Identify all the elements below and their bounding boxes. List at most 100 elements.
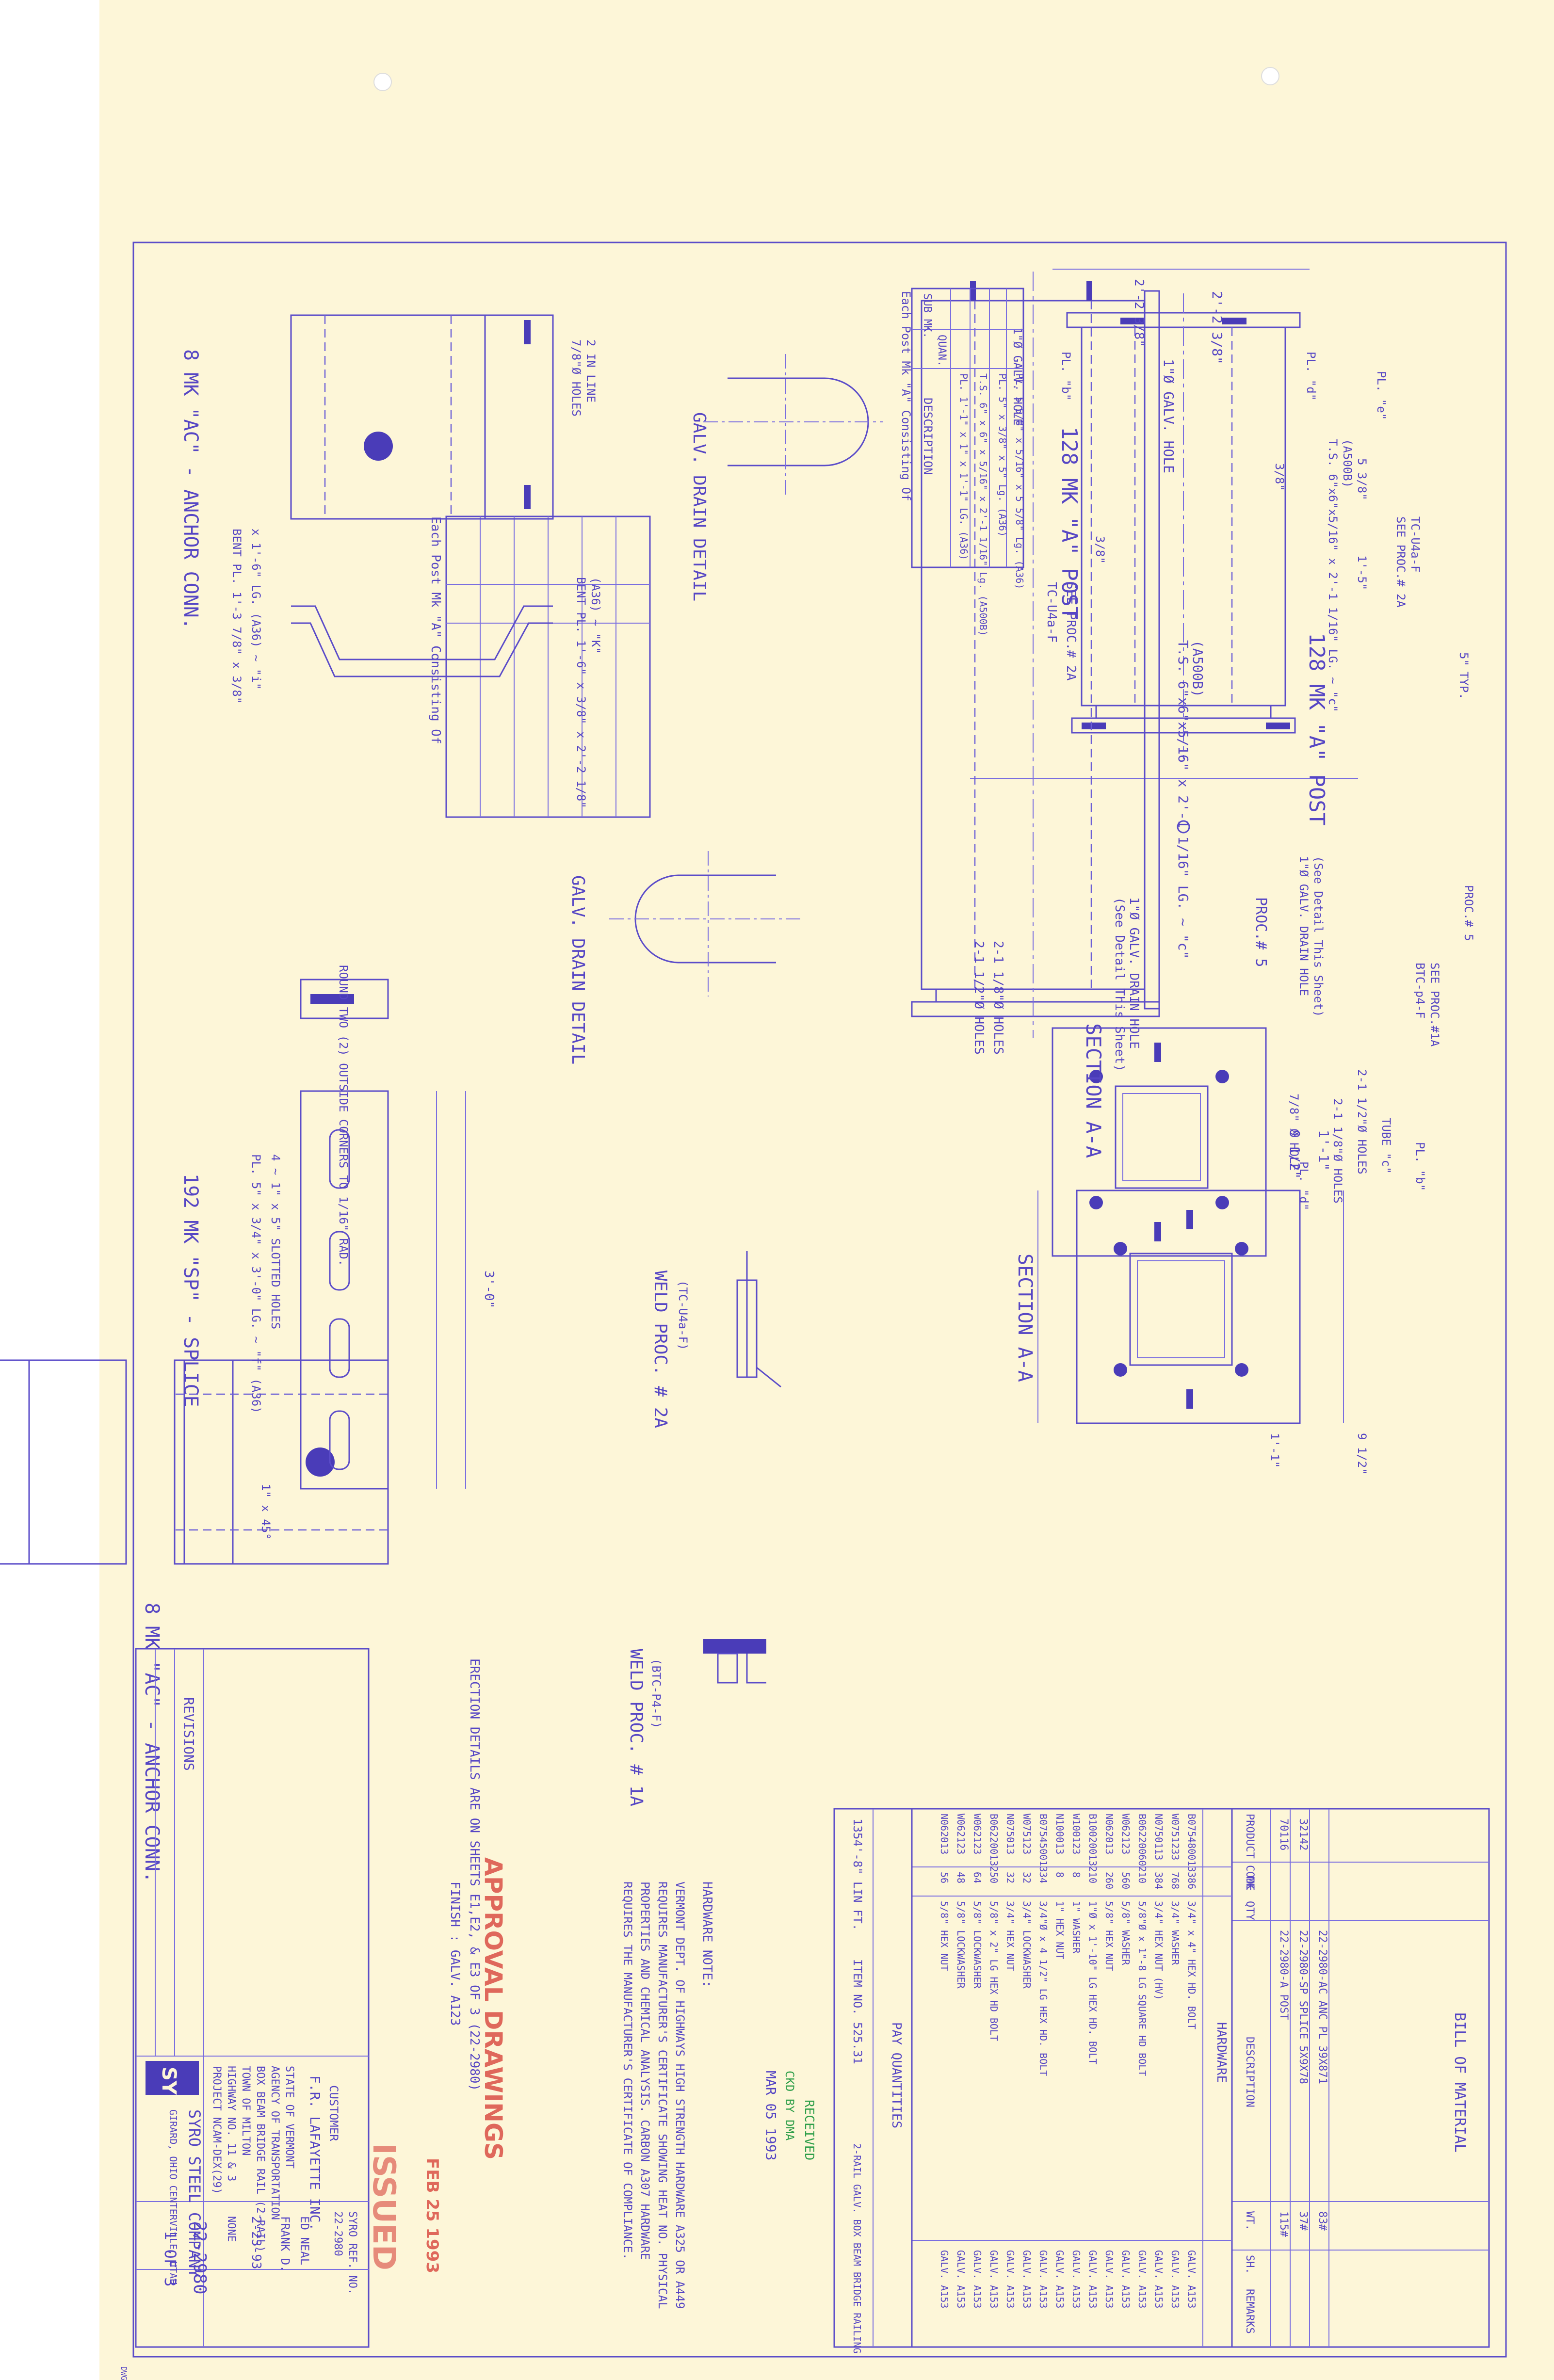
anchor-page xyxy=(290,314,554,677)
hardware-cell-9-1: 34 xyxy=(1037,1872,1049,1883)
hardware-cell-6-3: GALV. A153 xyxy=(1087,2250,1099,2308)
approval-stamp: APPROVAL DRAWINGS xyxy=(479,1857,507,2160)
drawn-by: ED NEAL xyxy=(298,2216,311,2265)
hardware-cell-13-3: GALV. A153 xyxy=(971,2250,983,2308)
section-hole-a: 2-1 1/2"Ø HOLES xyxy=(971,941,986,1055)
post-label-3: PL. "b" xyxy=(1059,352,1073,401)
hardware-cell-1-2: 3/4" WASHER xyxy=(1169,1901,1181,1965)
bom-r2-wt: 37# xyxy=(1297,2211,1309,2231)
post-label-16: 1"Ø GALV. DRAIN HOLE xyxy=(1297,856,1311,996)
sub-table-r3: PL. 5" x 3/8" x 5" Lg. (A36) xyxy=(997,373,1008,537)
title-date: 2-23-93 xyxy=(249,2216,263,2269)
company-location: GIRARD, OHIO CENTERVILLE, UTAH xyxy=(167,2109,179,2284)
drain-detail xyxy=(606,851,800,997)
splice-page xyxy=(300,979,466,1490)
weld-2a-page xyxy=(736,1251,781,1388)
weld-1a-page xyxy=(703,1639,766,1684)
received-ckd: CKD BY DMA xyxy=(783,2071,796,2141)
received-stamp: RECEIVED xyxy=(802,2100,816,2160)
pay-desc: 2-RAIL GALV. BOX BEAM BRIDGE RAILING xyxy=(851,2143,863,2353)
hardware-cell-8-0: N100013 xyxy=(1054,1814,1066,1854)
hardware-cell-11-0: N075013 xyxy=(1004,1814,1016,1854)
anchor-title-page: 8 MK "AC" - ANCHOR CONN. xyxy=(179,349,202,629)
hardware-note-text: VERMONT DEPT. OF HIGHWAYS HIGH STRENGTH … xyxy=(621,1881,687,2309)
hardware-cell-2-2: 3/4" HEX NUT (HV) xyxy=(1153,1901,1165,2000)
hardware-cell-14-3: GALV. A153 xyxy=(955,2250,967,2308)
paper-background xyxy=(99,0,1554,2380)
syro-ref: 22-2980 xyxy=(332,2211,344,2256)
margin-dwg: DWG NO. xyxy=(119,2366,129,2380)
post-desc-label: T.S. 6"x6"x5/16" x 2'-1 1/16" LG. ~ "c" xyxy=(1175,640,1191,959)
hardware-cell-7-3: GALV. A153 xyxy=(1070,2250,1082,2308)
post-drain-label: 1"Ø GALV. DRAIN HOLE xyxy=(1127,897,1141,1049)
sub-table-r4: PL. 5 5/8" x 5/16" x 5 5/8" Lg. (A36) xyxy=(1014,373,1025,590)
post-label-11: (A500B) xyxy=(1341,439,1354,488)
hardware-cell-1-3: GALV. A153 xyxy=(1169,2250,1181,2308)
sub-table-r1: PL. 1'-1" x 1" x 1'-1" LG. (A36) xyxy=(958,373,970,560)
bom-h-wt: WT. xyxy=(1244,2211,1256,2231)
hardware-title: HARDWARE xyxy=(1214,2022,1229,2083)
hardware-cell-10-1: 32 xyxy=(1021,1872,1033,1883)
splice-plate-f: 4 ~ 1" x 5" SLOTTED HOLES xyxy=(269,1154,282,1329)
sub-table-h2: QUAN. xyxy=(936,335,948,367)
hardware-cell-1-1: 768 xyxy=(1169,1872,1181,1889)
section-label-8: 1'-1" xyxy=(1268,1433,1281,1468)
post-label-6: 3/8" xyxy=(1093,536,1107,564)
section-label-7: 9 1/2" xyxy=(1355,1433,1369,1475)
section-dim-a: 9 1/2" xyxy=(1287,1130,1303,1179)
post-elevation xyxy=(970,269,1358,834)
sub-table-r2: T.S. 6" x 6" x 5/16" x 2'-1 1/16" Lg. (A… xyxy=(977,373,989,636)
hardware-cell-4-2: 5/8" WASHER xyxy=(1120,1901,1132,1965)
hardware-cell-9-2: 3/4"Ø x 4 1/2" LG HEX HD. BOLT xyxy=(1037,1901,1049,2076)
bom-h-remarks: REMARKS xyxy=(1244,2289,1256,2334)
bom-h-desc: DESCRIPTION xyxy=(1244,2037,1256,2107)
post-label-15: TYP. xyxy=(1457,672,1471,700)
drawing-number: 22-2980 xyxy=(190,2221,210,2295)
section-aa-page xyxy=(1052,1027,1267,1257)
anchor-title: 8 MK "AC" - ANCHOR CONN. xyxy=(141,1603,163,1883)
section-label-3: TUBE "c" xyxy=(1379,1118,1393,1174)
post-title: 128 MK "A" POST xyxy=(1304,633,1329,825)
hardware-cell-11-3: GALV. A153 xyxy=(1004,2250,1016,2308)
sheet-number: 1 OF 3 xyxy=(161,2231,179,2287)
post-label-9: 1'-5" xyxy=(1355,555,1369,590)
hardware-cell-3-2: 5/8"Ø x 1"-8 LG SQUARE HD BOLT xyxy=(1136,1901,1148,2076)
drain-title-page: GALV. DRAIN DETAIL xyxy=(689,412,709,601)
post-label-10: T.S. 6"x6"x5/16" x 2'-1 1/16" LG. ~ "c" xyxy=(1326,439,1340,712)
post-label-17: (See Detail This Sheet) xyxy=(1311,856,1325,1017)
hardware-cell-5-0: N062013 xyxy=(1103,1814,1115,1854)
customer-name: F.R. LAFAYETTE INC. xyxy=(307,2075,323,2231)
hardware-cell-12-1: 50 xyxy=(988,1872,1000,1883)
title-scale: NONE xyxy=(225,2216,237,2242)
post-label-19: SEE PROC.#1A xyxy=(1428,963,1441,1047)
hardware-cell-14-1: 48 xyxy=(955,1872,967,1883)
hardware-cell-10-2: 3/4" LOCKWASHER xyxy=(1021,1901,1033,1989)
punch-hole-top xyxy=(373,73,392,91)
pay-item: ITEM NO. 525.31 xyxy=(851,1959,864,2064)
section-label-2: 2-1 1/2"Ø HOLES xyxy=(1355,1069,1369,1174)
project-line-4: TOWN OF MILTON xyxy=(240,2066,252,2155)
hardware-cell-12-0: B062200132 xyxy=(988,1814,1000,1872)
hardware-cell-3-3: GALV. A153 xyxy=(1136,2250,1148,2308)
post-label-4: PL. "d" xyxy=(1304,352,1318,401)
received-date: MAR 05 1993 xyxy=(763,2071,779,2160)
post-label-13: TC-U4a-F xyxy=(1408,516,1422,573)
hardware-cell-11-1: 32 xyxy=(1004,1872,1016,1883)
bom-table xyxy=(1231,1808,1490,2348)
project-line-1: STATE OF VERMONT xyxy=(283,2066,295,2169)
weld1a-ref: (BTC-P4-F) xyxy=(649,1658,663,1729)
hardware-cell-13-2: 5/8" LOCKWASHER xyxy=(971,1901,983,1989)
bom-r2-code: 32142 xyxy=(1297,1818,1309,1850)
section-title-page: SECTION A-A xyxy=(1082,1023,1105,1158)
hardware-cell-8-3: GALV. A153 xyxy=(1054,2250,1066,2308)
section-label-4: 2-1 1/8"Ø HOLES xyxy=(1331,1098,1344,1204)
anchor-hole-line: 2 IN LINE xyxy=(584,339,598,402)
bom-r1-desc: 22-2980-A POST xyxy=(1278,1930,1290,2020)
hardware-note-box: VERMONT DEPT. OF HIGHWAYS HIGH STRENGTH … xyxy=(621,1881,687,2309)
post-title-page: 128 MK "A" POST xyxy=(1057,427,1082,619)
splice-len: 3'-0" xyxy=(482,1270,496,1308)
hardware-cell-8-1: 8 xyxy=(1054,1872,1066,1878)
sub-table-page xyxy=(911,288,1024,568)
